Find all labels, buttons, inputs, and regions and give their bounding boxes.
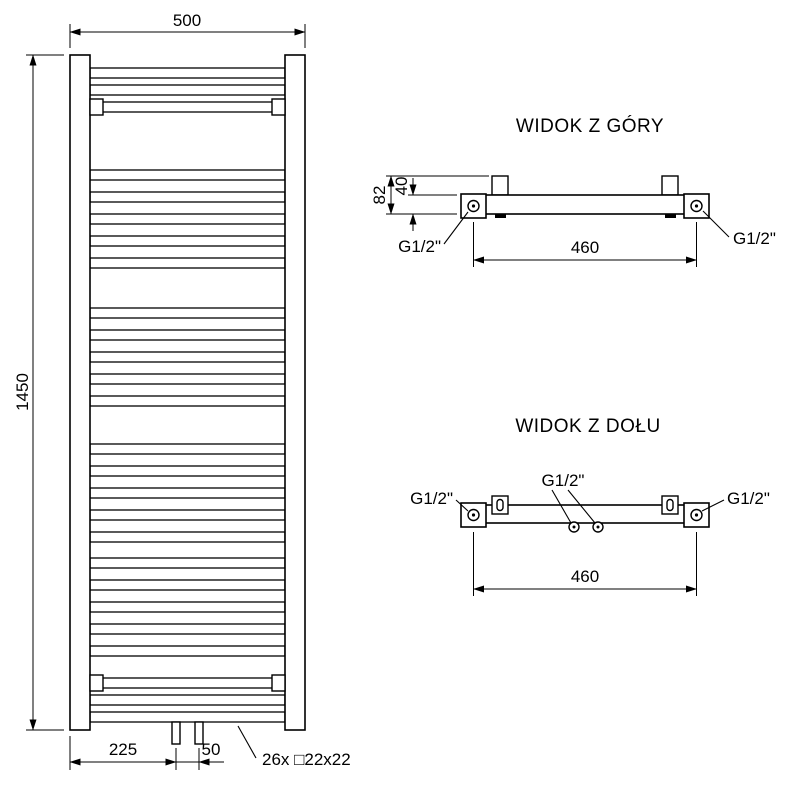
front-view: 500 1450 225 50 26x □22x22: [13, 11, 351, 770]
tube: [89, 213, 286, 225]
connector-right: [683, 502, 710, 528]
leader-line: [443, 211, 469, 245]
dim-width-label: 500: [173, 11, 201, 30]
connection-label-right-text: G1/2": [727, 489, 770, 508]
leader-line: [567, 489, 596, 524]
tube: [89, 373, 286, 385]
bracket-left-slot: [496, 498, 504, 512]
tube: [89, 531, 286, 543]
tube: [89, 395, 286, 407]
tube: [89, 557, 286, 569]
radiator-body: [69, 54, 306, 745]
tube: [89, 645, 286, 657]
tube: [89, 169, 286, 181]
dim-connection-spacing-bottom: 460: [473, 532, 697, 596]
leader-line: [701, 499, 725, 512]
tube: [89, 694, 286, 706]
connection-label-left: G1/2": [398, 211, 469, 256]
radiator-bar: [469, 194, 701, 215]
bracket-foot-right: [665, 214, 676, 218]
bottom-connection-stub-left: [171, 721, 181, 745]
bracket-left: [491, 175, 509, 196]
center-port-right-center: [596, 525, 600, 529]
bracket-right-slot: [666, 498, 674, 512]
connection-label-right-text: G1/2": [733, 229, 776, 248]
tube: [89, 235, 286, 247]
dim-bottom-right-label: 50: [202, 740, 221, 759]
tube: [89, 329, 286, 341]
wall-bracket-bottom-right: [271, 674, 286, 692]
profile-note-label: 26x □22x22: [262, 750, 351, 769]
tube: [89, 257, 286, 269]
connector-right-port-center: [694, 204, 699, 208]
tube: [89, 623, 286, 635]
dim-height-label: 1450: [13, 373, 32, 411]
radiator-tubes: [89, 67, 286, 723]
center-port-left-center: [572, 525, 576, 529]
tube: [89, 465, 286, 477]
tube: [89, 443, 286, 455]
tube: [89, 487, 286, 499]
top-view-title: WIDOK Z GÓRY: [516, 115, 664, 137]
leader-line: [455, 499, 469, 512]
bottom-view-drawing: [460, 495, 710, 533]
connection-label-right: G1/2": [701, 489, 770, 512]
bottom-view-title: WIDOK Z DOŁU: [515, 416, 660, 437]
dim-connection-spacing-top: 460: [473, 222, 697, 267]
dim-width: 500: [69, 11, 306, 48]
tube: [89, 84, 286, 96]
tube: [89, 711, 286, 723]
bracket-foot-left: [495, 214, 506, 218]
connector-left-port-center: [471, 513, 476, 517]
top-view: WIDOK Z GÓRY 82: [370, 115, 776, 267]
leader-line: [237, 725, 257, 759]
tube: [89, 67, 286, 79]
connection-label-left-text: G1/2": [398, 237, 441, 256]
leader-line: [551, 489, 572, 524]
dim-depth-bar-label: 40: [392, 177, 411, 196]
bracket-right: [661, 175, 679, 196]
connection-label-center-text: G1/2": [542, 471, 585, 490]
tube: [89, 351, 286, 363]
tube: [89, 191, 286, 203]
top-view-drawing: [460, 175, 710, 219]
wall-bracket-top-left: [89, 98, 104, 116]
tube: [89, 601, 286, 613]
bottom-connection-stub-right: [194, 721, 204, 745]
leader-line: [702, 210, 730, 238]
dim-depth-bar: 40: [392, 177, 457, 231]
dim-bottom-left-label: 225: [109, 740, 137, 759]
connector-right-port-center: [694, 513, 699, 517]
left-collector: [69, 54, 91, 731]
connection-label-left: G1/2": [410, 489, 469, 512]
tube: [89, 579, 286, 591]
right-collector: [284, 54, 306, 731]
bottom-view: WIDOK Z DOŁU G1/2": [410, 416, 770, 596]
connection-label-left-text: G1/2": [410, 489, 453, 508]
profile-note: 26x □22x22: [237, 725, 351, 769]
tube: [89, 677, 286, 689]
dim-bottom: 225 50: [69, 736, 224, 770]
wall-bracket-top-right: [271, 98, 286, 116]
tube: [89, 509, 286, 521]
connector-left-port-center: [471, 204, 476, 208]
connection-label-center: G1/2": [542, 471, 596, 524]
dim-connection-spacing-label: 460: [571, 567, 599, 586]
tube: [89, 101, 286, 113]
wall-bracket-bottom-left: [89, 674, 104, 692]
dim-height: 1450: [13, 54, 64, 731]
dim-depth-total: 82: [370, 175, 489, 215]
tube: [89, 307, 286, 319]
dim-connection-spacing-label: 460: [571, 238, 599, 257]
connection-label-right: G1/2": [702, 210, 776, 248]
dim-depth-total-label: 82: [370, 186, 389, 205]
